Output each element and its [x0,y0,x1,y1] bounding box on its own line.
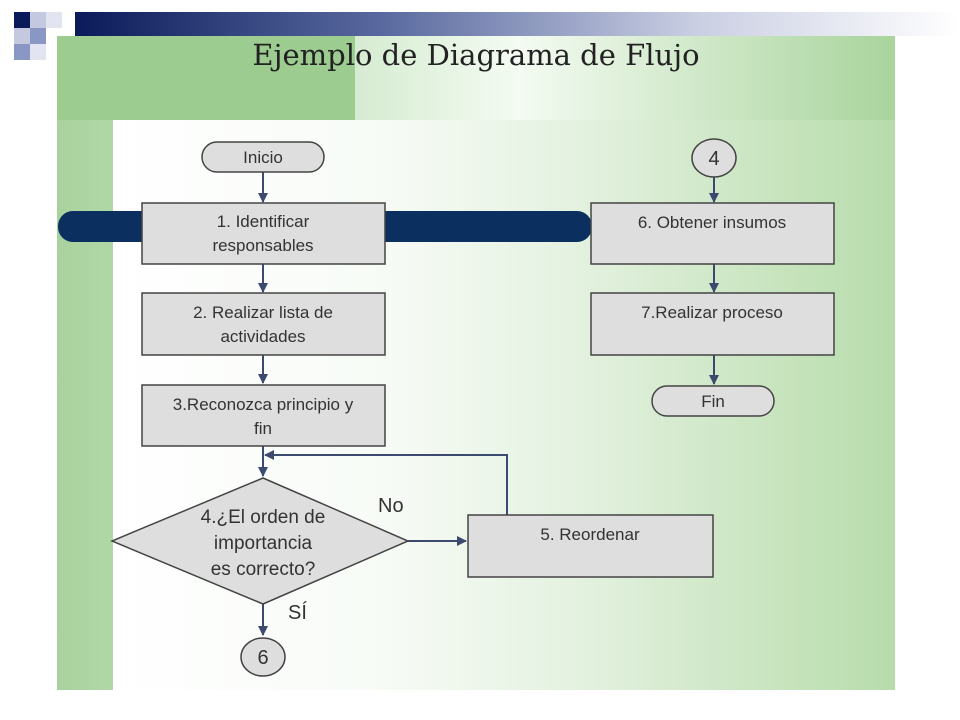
step-6-box: 6. Obtener insumos [590,202,835,265]
step-5-box: 5. Reordenar [467,514,714,578]
corner-square-navy [14,12,30,28]
decision-line-3: es correcto? [211,559,316,580]
connector-4: 4 [691,138,737,178]
end-label: Fin [701,392,725,411]
step-2-box: 2. Realizar lista de actividades [141,292,386,356]
end-terminator: Fin [651,385,775,417]
start-label: Inicio [243,148,283,167]
connector-4-label: 4 [708,148,719,170]
step-7-box: 7.Realizar proceso [590,292,835,356]
decision-no-label: No [378,495,404,517]
step-3-line-1: 3.Reconozca principio y [173,395,354,414]
step-1-box: 1. Identificar responsables [141,202,386,265]
corner-square-light [14,28,30,44]
arrow-step5-loop-back [264,450,508,515]
step-2-line-2: actividades [220,327,305,346]
connector-6: 6 [240,637,286,677]
step-1-line-1: 1. Identificar [217,212,310,231]
step-3-box: 3.Reconozca principio y fin [141,384,386,447]
step-5-label: 5. Reordenar [540,525,640,544]
decision-line-2: importancia [214,533,313,554]
title-bar [75,12,960,36]
slide-title: Ejemplo de Diagrama de Flujo [252,38,700,72]
decision-yes-label: SÍ [288,601,307,624]
connector-6-label: 6 [257,647,268,669]
step-1-line-2: responsables [212,236,313,255]
decision-line-1: 4.¿El orden de [201,507,326,528]
corner-square-lilac [30,44,46,60]
flow-arrows [258,172,719,636]
step-6-label: 6. Obtener insumos [638,213,786,232]
corner-square-mid [14,44,30,60]
decision-diamond: 4.¿El orden de importancia es correcto? [110,477,410,605]
start-terminator: Inicio [201,141,325,173]
step-7-label: 7.Realizar proceso [641,303,783,322]
step-3-line-2: fin [254,419,272,438]
corner-square-mid [30,28,46,44]
corner-square-lilac [46,12,62,28]
slide-title-tab [57,36,355,120]
step-2-line-1: 2. Realizar lista de [193,303,333,322]
corner-square-light [30,12,46,28]
